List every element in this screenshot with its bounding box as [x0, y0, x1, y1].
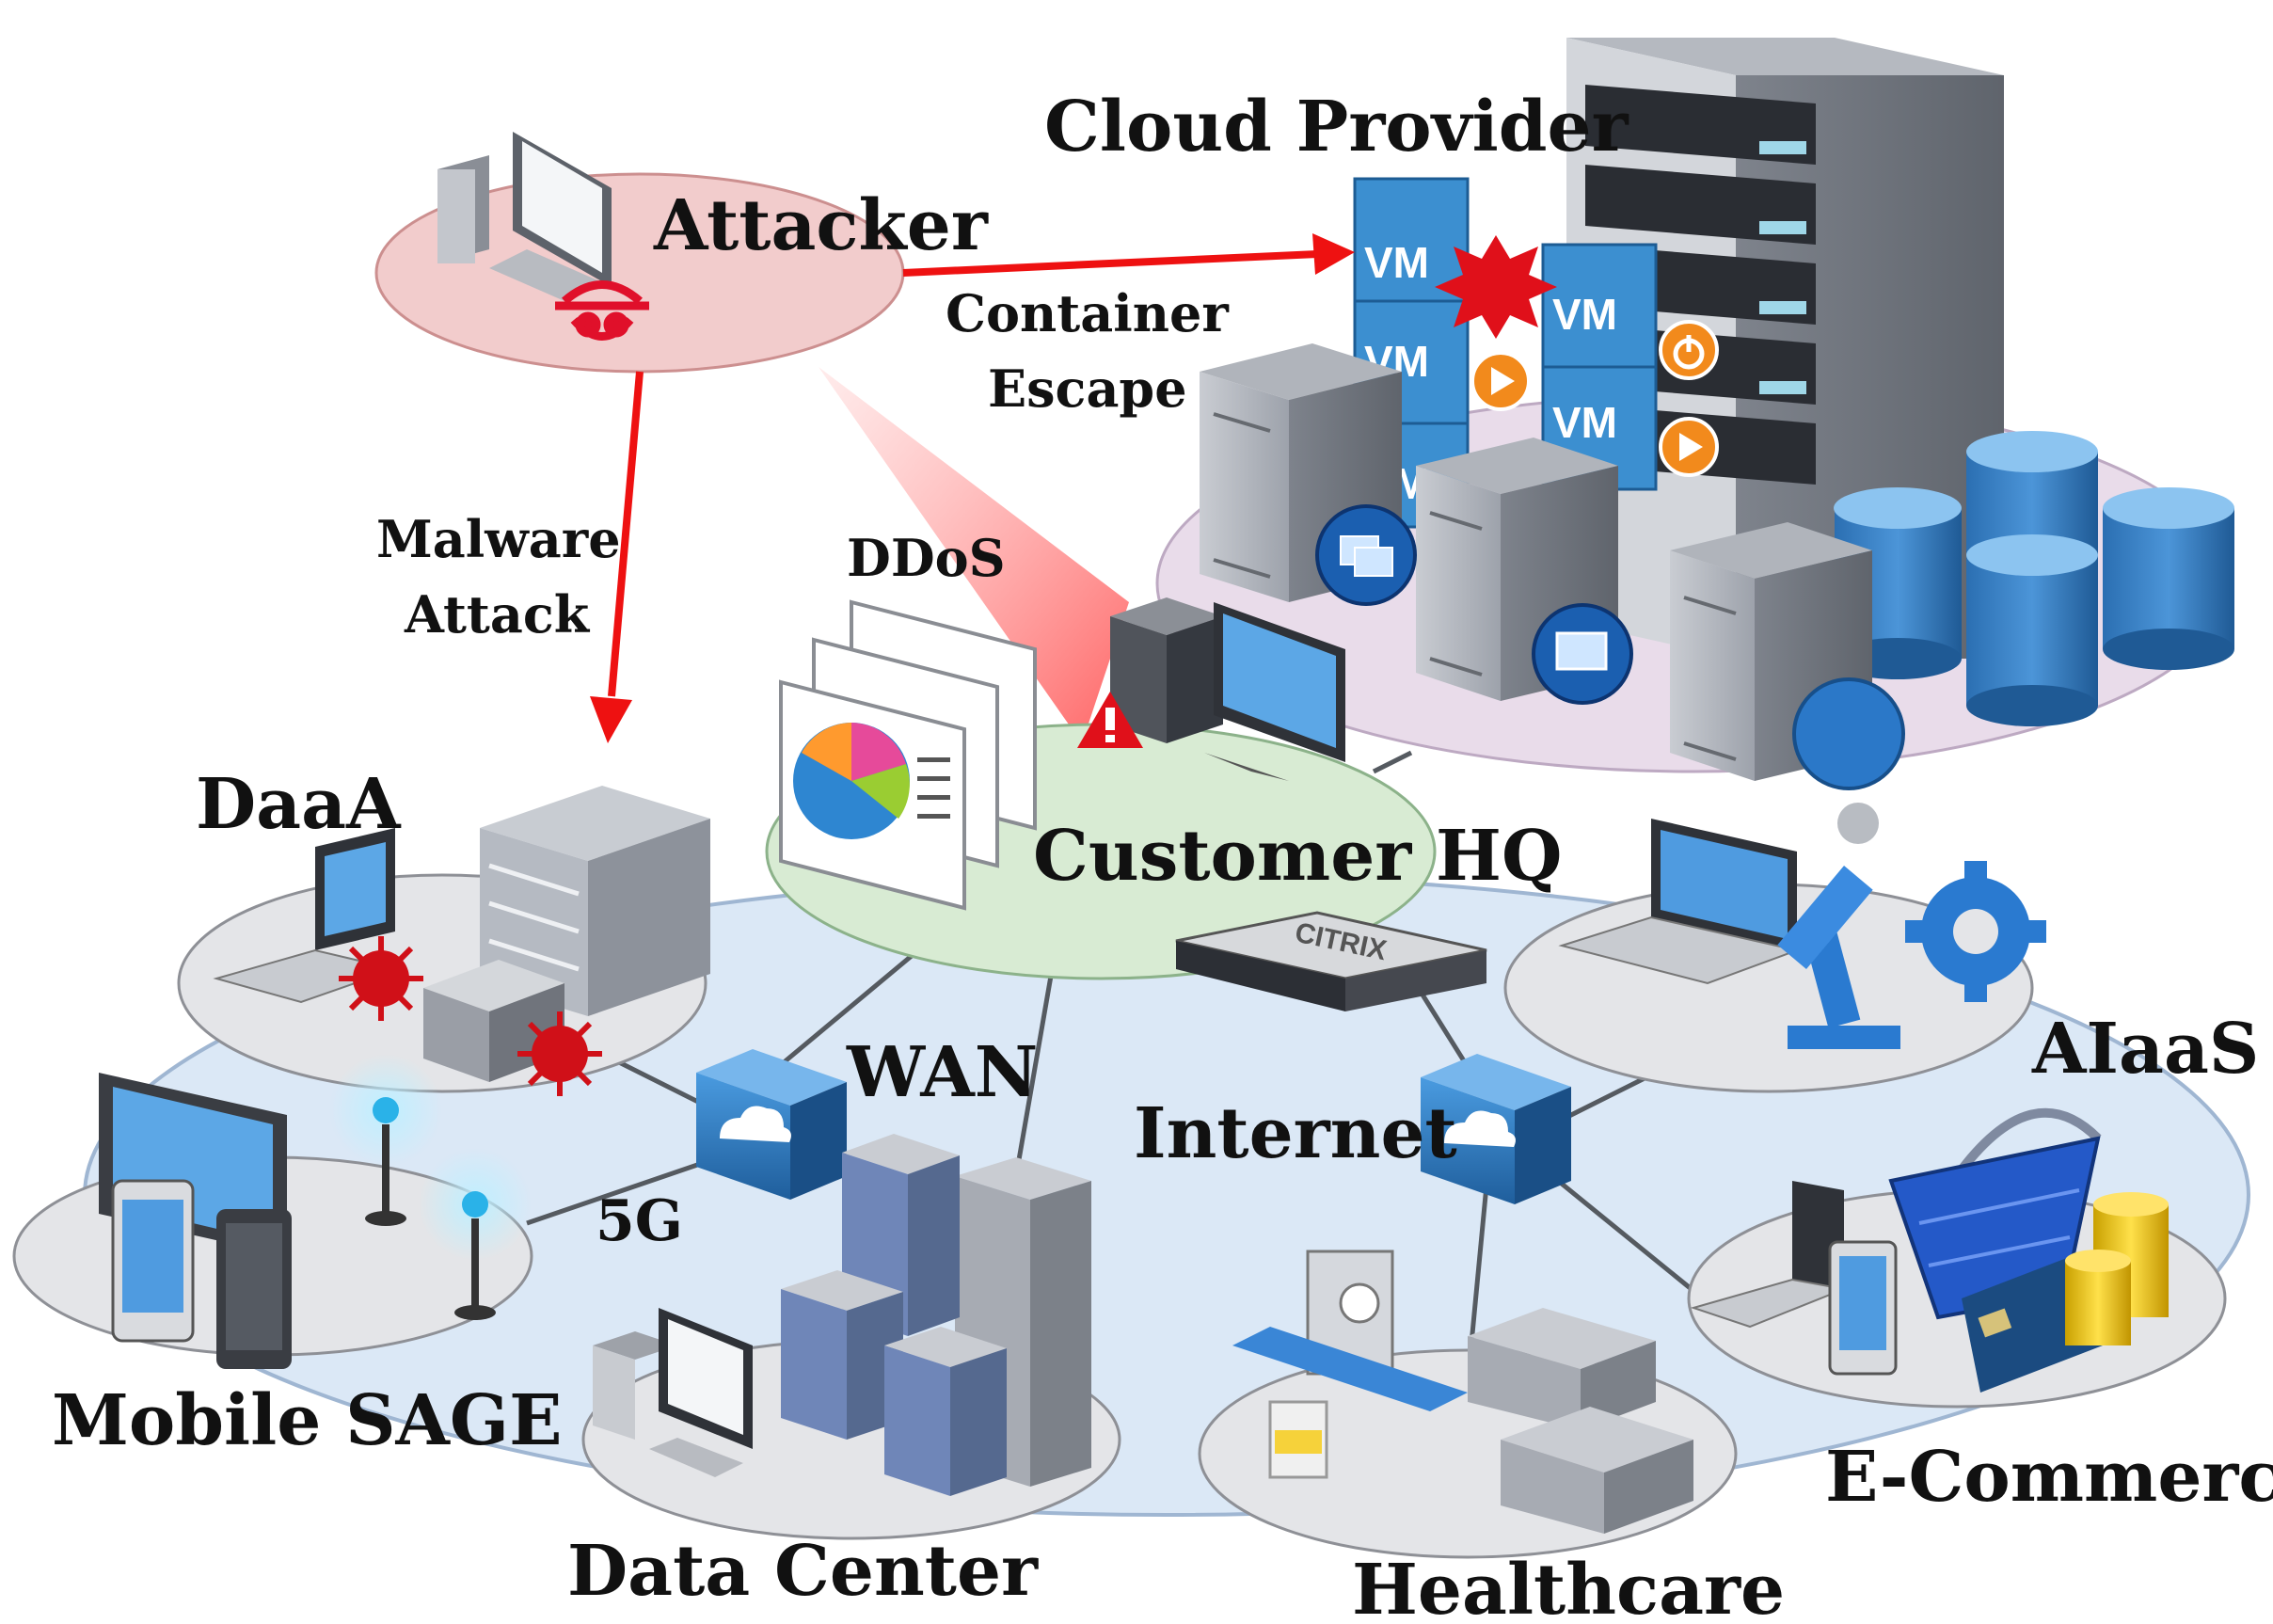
- malware-label-2: Attack: [404, 584, 591, 645]
- server-rack-icon: [884, 1327, 1007, 1496]
- power-button-icon: [1659, 320, 1719, 380]
- database-icon: [1966, 534, 2098, 726]
- globe-icon: [1792, 677, 1905, 790]
- pie-chart-report-icon: [779, 599, 1037, 911]
- daaa-label: DaaA: [196, 764, 402, 845]
- aiaas-label: AIaaS: [2031, 1009, 2259, 1090]
- customer-hq-label: Customer HQ: [1033, 816, 1562, 897]
- attack-arrows: [590, 233, 1355, 743]
- printer-icon: [423, 960, 564, 1082]
- breach-burst-icon: [1435, 235, 1557, 339]
- wifi-tower-icon: [419, 1148, 532, 1320]
- warning-icon: [1077, 692, 1143, 748]
- gear-icon: [1905, 861, 2046, 1002]
- robot-arm-icon: [1777, 803, 1900, 1049]
- hacker-icon: [555, 280, 649, 341]
- vm-label: VM: [1552, 290, 1617, 339]
- desktop-computer-icon: [1110, 597, 1345, 781]
- smartphone-icon: [1828, 1240, 1898, 1376]
- malware-virus-icon: [339, 936, 423, 1021]
- cloud-cube-icon: [1421, 1054, 1571, 1204]
- wifi-tower-icon: [329, 1054, 442, 1226]
- laptop-icon: [1558, 819, 1801, 985]
- house-icon: [1501, 1407, 1693, 1534]
- healthcare-label: Healthcare: [1352, 1550, 1785, 1624]
- mobile-sage-label: Mobile SAGE: [52, 1380, 563, 1461]
- malware-virus-icon: [517, 1011, 602, 1096]
- database-icon: [2103, 487, 2234, 670]
- internet-label: Internet: [1134, 1093, 1457, 1174]
- container-escape-label-1: Container: [946, 283, 1229, 343]
- citrix-appliance-icon: CITRIX: [1175, 911, 1487, 1011]
- window-badge-icon: [1315, 504, 1417, 606]
- attacker-label: Attacker: [653, 185, 989, 266]
- ddos-label: DDoS: [847, 528, 1006, 588]
- ecommerce-label: E-Commerce: [1825, 1437, 2273, 1518]
- data-center-label: Data Center: [567, 1531, 1039, 1612]
- smartphone-icon: [111, 1179, 195, 1343]
- office-building-icon: [480, 786, 710, 1016]
- play-button-icon: [1659, 417, 1719, 477]
- container-escape-label-2: Escape: [988, 358, 1187, 419]
- cloud-provider-label: Cloud Provider: [1044, 87, 1629, 167]
- 5g-label: 5G: [596, 1188, 683, 1254]
- wan-label: WAN: [846, 1032, 1038, 1113]
- play-button-icon: [1470, 351, 1531, 411]
- malware-label-1: Malware: [376, 509, 621, 569]
- vm-icon: VM: [1353, 177, 1470, 303]
- cloud-cube-icon: [696, 1049, 847, 1200]
- ddos-beam: [819, 367, 1129, 743]
- hospital-bed-icon: [1232, 1250, 1468, 1479]
- window-badge-icon: [1532, 603, 1633, 705]
- vm-label: VM: [1364, 238, 1429, 287]
- coins-icon: [2065, 1192, 2169, 1345]
- laptop-icon: [213, 828, 399, 1004]
- desktop-computer-icon: [437, 132, 612, 301]
- house-icon: [1468, 1308, 1656, 1430]
- smartphone-icon: [216, 1209, 292, 1369]
- vm-label: VM: [1552, 398, 1617, 447]
- desktop-computer-icon: [593, 1308, 753, 1477]
- vm-icon: VM: [1541, 243, 1658, 369]
